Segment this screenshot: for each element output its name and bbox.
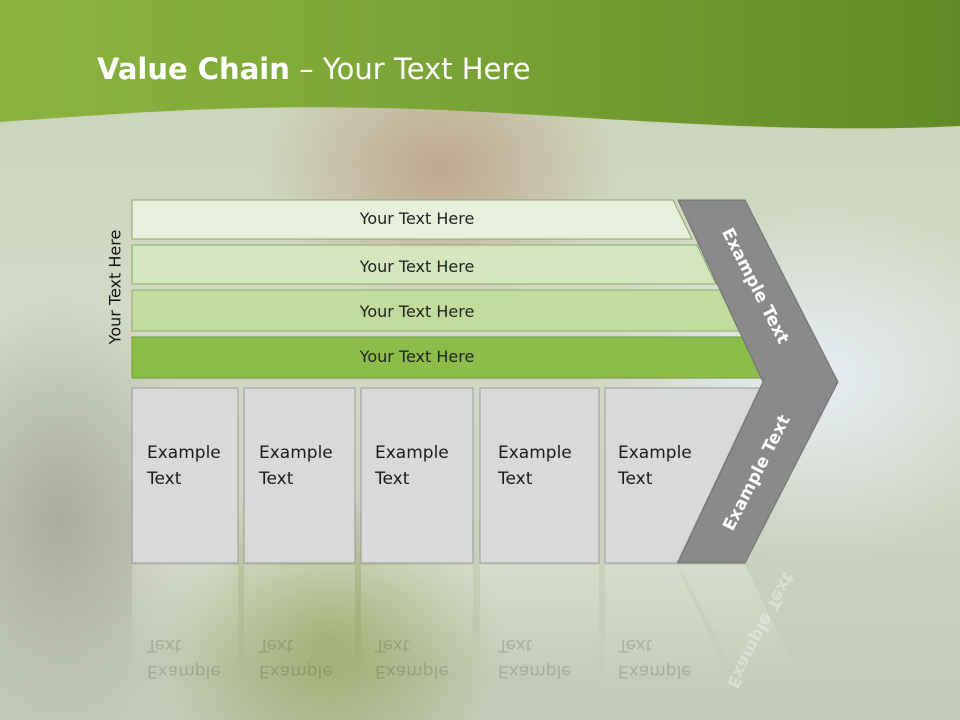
chevron-arrow [677,199,839,564]
bar-label-4: Your Text Here [359,347,475,366]
column-label-3: Example Text [375,443,449,489]
header-banner [0,0,960,129]
bar-2 [131,244,717,285]
column-box-5 [604,387,761,564]
column-label-5: Example Text [618,443,692,489]
column-box-4 [479,387,600,564]
column-label-reflection-4: Example Text [498,635,572,681]
column-label-reflection-1: Example Text [147,635,221,681]
column-box-2 [243,387,356,564]
page-title: Value Chain – Your Text Here [97,52,531,86]
column-label-reflection-5: Example Text [618,635,692,681]
column-label-1: Example Text [147,443,221,489]
column-label-reflection-2: Example Text [259,635,333,681]
bar-1 [131,199,693,240]
bar-label-1: Your Text Here [359,209,475,228]
column-box-3 [360,387,474,564]
bar-label-3: Your Text Here [359,302,475,321]
column-label-2: Example Text [259,443,333,489]
column-label-4: Example Text [498,443,572,489]
column-box-1 [131,387,239,564]
column-label-reflection-3: Example Text [375,635,449,681]
reflection [132,565,800,690]
bar-label-2: Your Text Here [359,257,475,276]
